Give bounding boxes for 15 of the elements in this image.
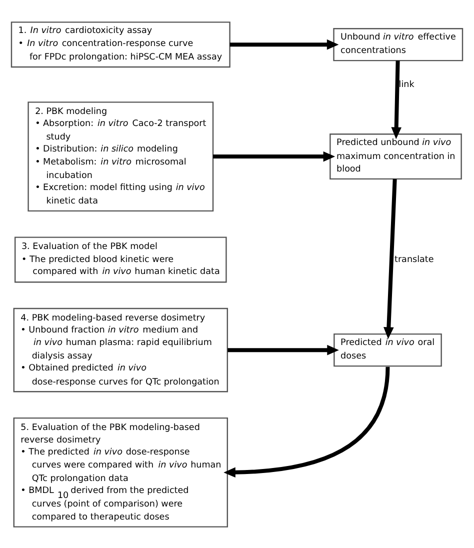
arrow [213,150,336,162]
node-box: 3. Evaluation of the PBK model • The predicted blood kinetic were compared with in vivo human kinetic data [14,236,227,282]
arrow [391,60,402,139]
node-box: 2. PBK modeling • Absorption: in vitro Caco-2 transport study • Distribution: in silico modeling • Metabolism: in vitro microsomal incubation • Excretion: model fitting using in vivo kinetic data [28,101,214,212]
node-box: 4. PBK modeling-based reverse dosimetry • Unbound fraction in vitro medium and in vivo human plasma: rapid equilibrium dialysis assay • Obtained predicted in vivo dose-response curves for QTc prolongation [13,307,228,392]
node-box: 1. In vitro cardiotoxicity assay • In vitro concentration-response curve for FPDc prolongation: hiPSC-CM MEA assay [10,21,230,68]
arrow [228,344,339,355]
node-box: Predicted unbound in vivo maximum concentration in blood [330,133,462,180]
arrow [230,38,339,50]
arrow [224,366,390,478]
edge-label: link [398,79,414,90]
node-box: Unbound in vitro effective concentrations [333,28,464,61]
edge-label: translate [394,254,434,264]
arrow [384,178,397,338]
node-box: Predicted in vivo oral doses [334,332,442,366]
